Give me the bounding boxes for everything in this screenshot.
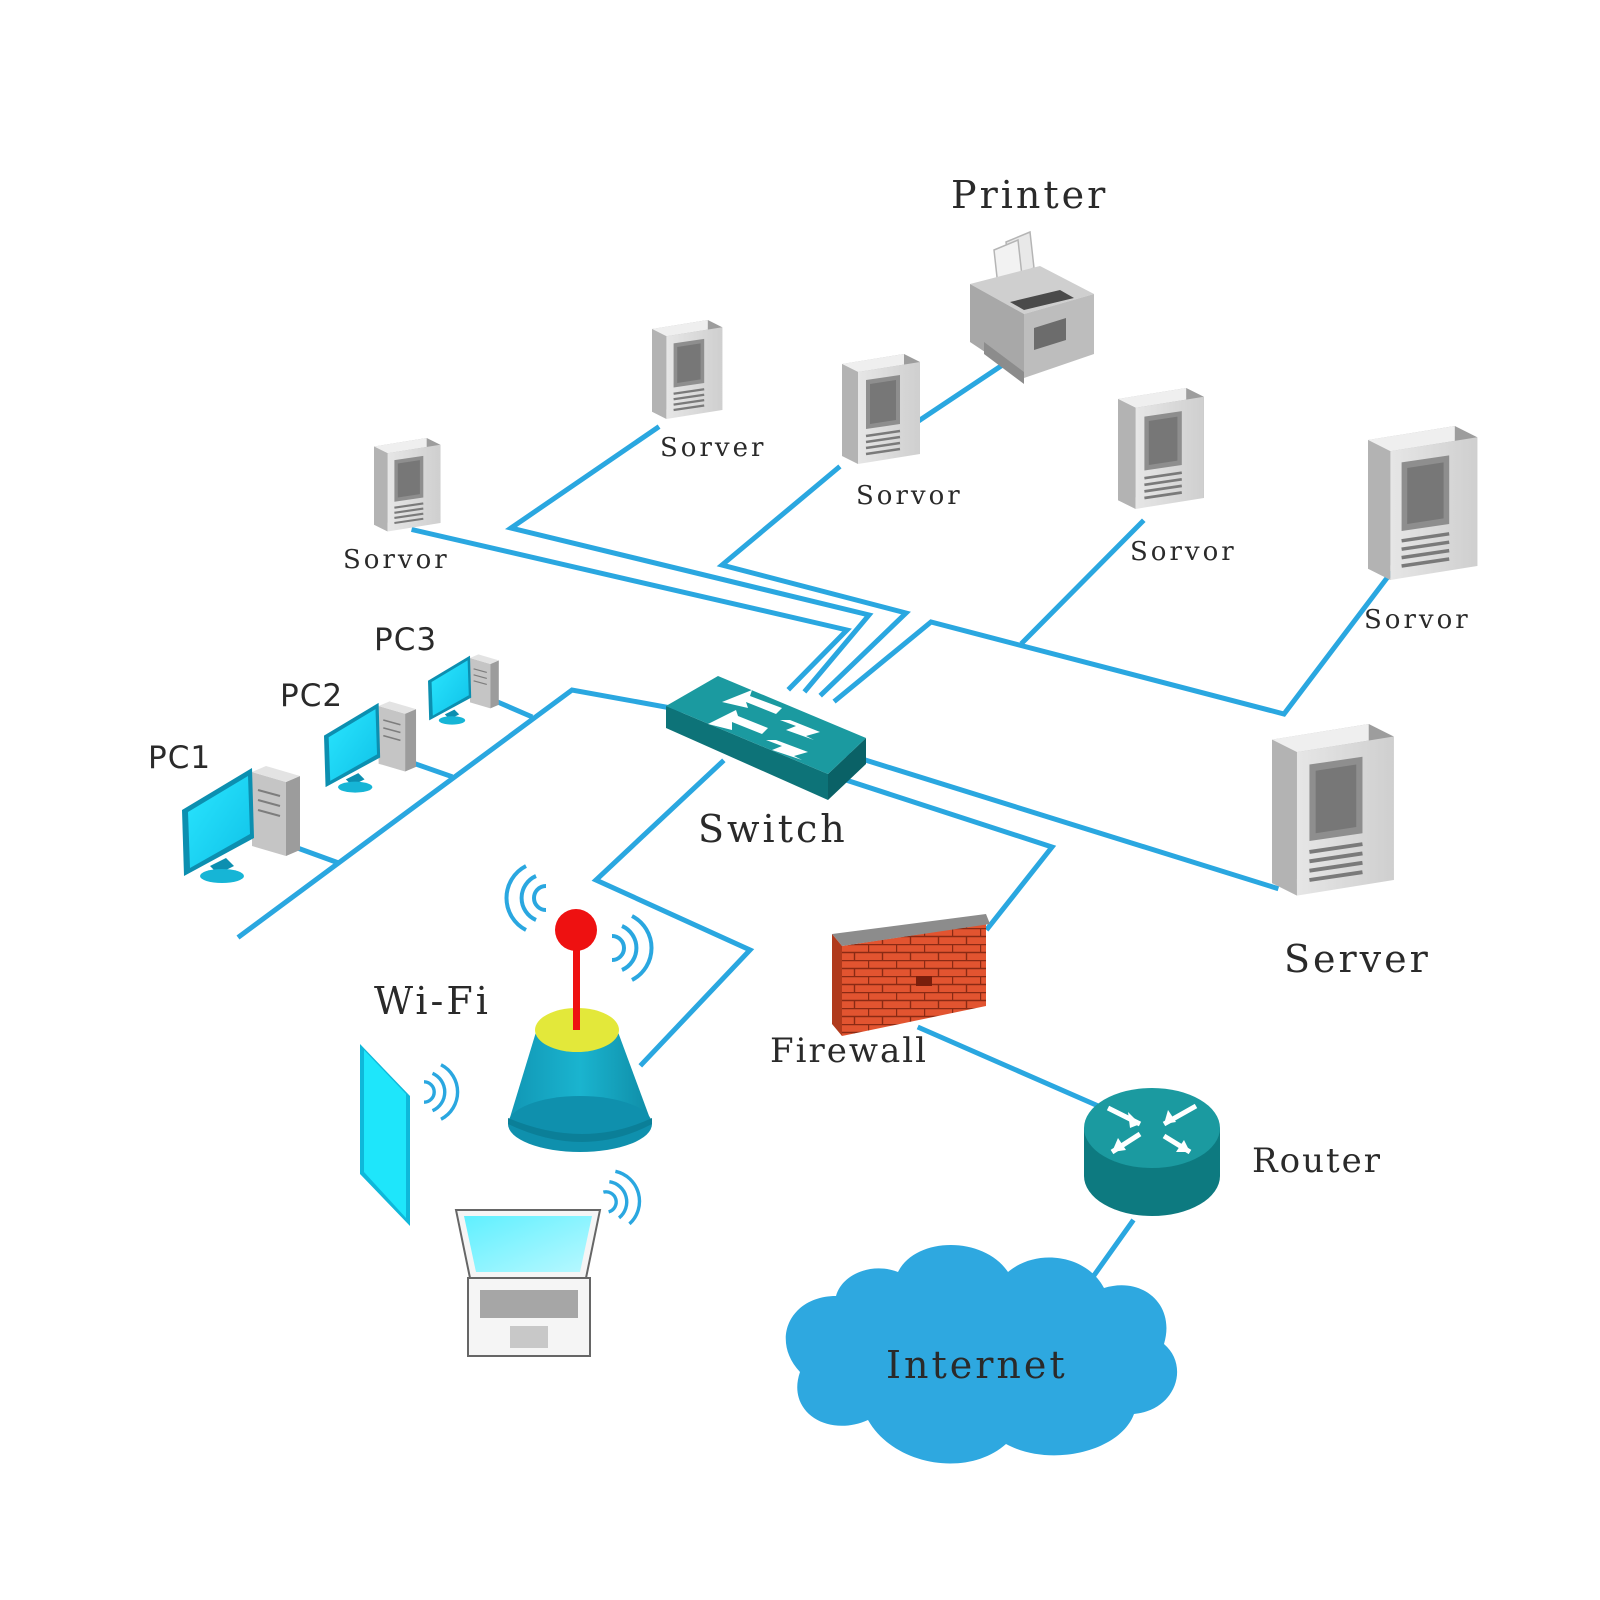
- laptop-icon[interactable]: [454, 1209, 602, 1357]
- wire-printer: [910, 360, 1008, 428]
- server-icon[interactable]: [372, 436, 442, 533]
- wire-pc3: [496, 699, 534, 720]
- server-icon[interactable]: [1366, 424, 1479, 582]
- cloud-icon: [785, 1245, 1178, 1464]
- signal-waves-icon: [422, 1063, 460, 1121]
- server-icon[interactable]: [1116, 386, 1206, 511]
- wire-firewall-router: [916, 1024, 1116, 1116]
- wire-server-1: [411, 527, 852, 692]
- switch-label: Switch: [698, 807, 848, 851]
- pc3-label: PC3: [374, 622, 437, 658]
- network-switch-icon[interactable]: [666, 676, 866, 800]
- firewall-icon[interactable]: [832, 914, 990, 1036]
- pc2-label: PC2: [280, 678, 343, 714]
- tablet-icon[interactable]: [360, 1044, 410, 1226]
- internet-label: Internet: [886, 1343, 1068, 1387]
- wire-server-4-5: [832, 570, 1394, 717]
- printer-icon[interactable]: [970, 230, 1094, 384]
- server-label-3: Sorvor: [856, 481, 963, 511]
- server-icon[interactable]: [1270, 722, 1396, 898]
- wifi-label: Wi-Fi: [374, 979, 491, 1023]
- firewall-label: Firewall: [770, 1031, 928, 1071]
- router-label: Router: [1252, 1141, 1382, 1181]
- signal-waves-icon: [610, 914, 654, 982]
- server-label-5: Sorvor: [1364, 605, 1471, 635]
- wire-server-2: [504, 424, 874, 694]
- connection-lines: [236, 360, 1394, 1316]
- server-label-main: Server: [1284, 937, 1431, 981]
- pc1-label: PC1: [148, 740, 211, 776]
- wire-wifi: [591, 758, 755, 1068]
- server-icon[interactable]: [840, 352, 922, 466]
- server-label-2: Sorver: [660, 433, 766, 463]
- server-icon[interactable]: [650, 318, 724, 421]
- signal-waves-icon: [597, 1165, 648, 1230]
- signal-waves-icon: [504, 864, 548, 932]
- wire-server-3: [716, 464, 911, 698]
- server-label-4: Sorvor: [1130, 537, 1237, 567]
- router-icon[interactable]: [1084, 1088, 1220, 1216]
- server-label-1: Sorvor: [343, 545, 450, 575]
- wire-pc-bus: [236, 687, 685, 940]
- desktop-pc-icon[interactable]: [427, 653, 500, 726]
- wire-server-4: [1019, 518, 1146, 646]
- desktop-pc-icon[interactable]: [323, 700, 417, 794]
- wire-firewall: [842, 776, 1057, 932]
- printer-label: Printer: [951, 173, 1108, 217]
- wifi-access-point-icon[interactable]: [508, 909, 652, 1152]
- desktop-pc-icon[interactable]: [181, 765, 301, 884]
- wire-pc2: [406, 758, 454, 780]
- wire-main-server: [842, 750, 1280, 892]
